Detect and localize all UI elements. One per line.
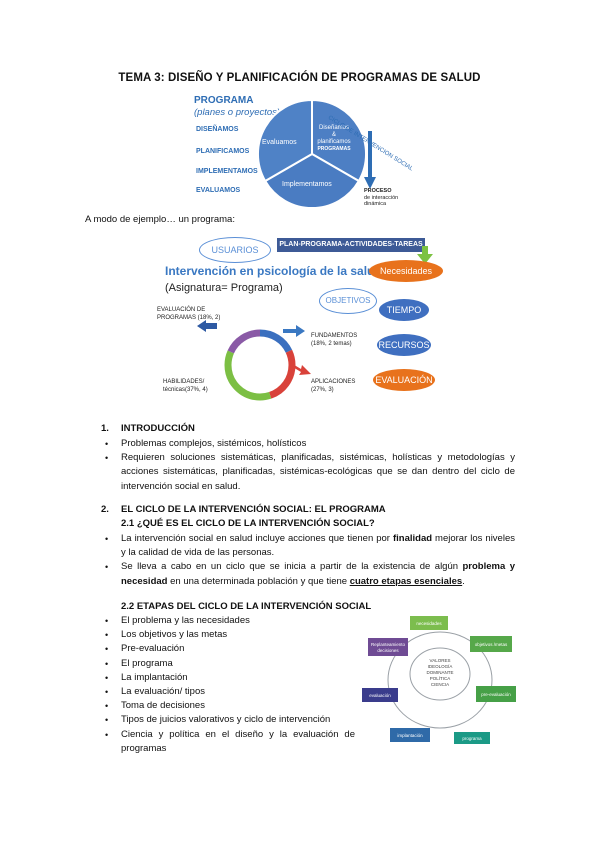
verb-planificamos: PLANIFICAMOS [196,148,250,155]
stage-box-implantacion: implantación [390,728,430,742]
verb-disenamos: DISEÑAMOS [196,126,239,133]
section2-sub2: 2.2 ETAPAS DEL CICLO DE LA INTERVENCIÓN … [121,601,372,612]
section2-number: 2. [101,504,109,515]
stage-diagram: VALORES IDEOLOGÍA DOMINANTE POLÍTICA CIE… [360,614,520,746]
example-figure: USUARIOS PLAN-PROGRAMA-ACTIVIDADES-TAREA… [155,232,445,414]
segment-evaluamos: Evaluamos [262,139,297,146]
tiempo-ellipse: TIEMPO [379,299,429,321]
stage-box-evaluacion: evaluación [362,688,398,702]
section2-list: La intervención social en salud incluye … [103,532,515,589]
recursos-ellipse: RECURSOS [377,334,431,356]
cycle-pie-graphic [256,98,368,209]
stage-box-programa: programa [454,732,490,744]
list-item: Requieren soluciones sistemáticas, plani… [103,451,515,494]
page-title: TEMA 3: DISEÑO Y PLANIFICACIÓN DE PROGRA… [118,72,481,84]
purple-arrow-icon [197,320,217,332]
cycle-figure: PROGRAMA (planes o proyectos) DISEÑAMOS … [190,95,430,215]
habilidades-label: HABILIDADES/ técnicas(37%, 4) [163,379,208,393]
list-item: Ciencia y política en el diseño y la eva… [103,728,355,756]
list-item: Se lleva a cabo en un ciclo que se inici… [103,560,515,588]
section1-number: 1. [101,423,109,434]
stage-box-necesidades: necesidades [410,616,448,630]
list-item: Los objetivos y las metas [103,628,355,642]
stage-box-replanteamiento: Replanteamiento decisiones [368,638,408,656]
aplicaciones-label: APLICACIONES (27%, 3) [311,379,356,393]
segment-disenamos: Diseñamos & planificamos PROGRAMAS [317,125,351,152]
green-arrow-icon [417,246,433,264]
section2-sub1: 2.1 ¿QUÉ ES EL CICLO DE LA INTERVENCIÓN … [121,518,375,529]
verb-evaluamos: EVALUAMOS [196,187,241,194]
section1-heading: INTRODUCCIÓN [121,423,195,434]
list-item: Pre-evaluación [103,642,355,656]
segment-implementamos: Implementamos [282,181,332,188]
example-subtitle: (Asignatura= Programa) [165,282,283,294]
necesidades-ellipse: Necesidades [369,260,443,282]
proceso-label: PROCESO de interacción dinámica [364,188,399,207]
plan-banner: PLAN-PROGRAMA-ACTIVIDADES-TAREAS [277,238,425,252]
list-item: La evaluación/ tipos [103,685,355,699]
fundamentos-label: FUNDAMENTOS (18%, 2 temas) [311,333,358,347]
example-main-title: Intervención en psicología de la salud [165,264,382,278]
stage-box-pre-evaluacion: pre-evaluación [476,686,516,702]
down-arrow-icon [364,131,376,189]
eval-programas-label: EVALUACIÓN DE PROGRAMAS (18%, 2) [157,307,221,321]
objetivos-ellipse: OBJETIVOS [319,288,377,314]
usuarios-ellipse: USUARIOS [199,237,271,263]
list-item: El problema y las necesidades [103,614,355,628]
stages-list: El problema y las necesidades Los objeti… [103,614,355,756]
evaluacion-ellipse: EVALUACIÓN [373,369,435,391]
planes-label: (planes o proyectos) [194,107,281,118]
list-item: Problemas complejos, sistémicos, holísti… [103,437,515,451]
section1-list: Problemas complejos, sistémicos, holísti… [103,437,515,494]
red-arrow-icon [291,363,311,375]
stage-center-label: VALORES IDEOLOGÍA DOMINANTE POLÍTICA CIE… [426,658,454,687]
list-item: La implantación [103,671,355,685]
list-item: Toma de decisiones [103,699,355,713]
list-item: Tipos de juicios valorativos y ciclo de … [103,713,355,727]
example-intro: A modo de ejemplo… un programa: [85,214,235,225]
list-item: La intervención social en salud incluye … [103,532,515,560]
blue-arrow-icon [283,325,305,337]
programa-label: PROGRAMA [194,95,254,106]
stage-box-objetivos: objetivos /metas [470,636,512,652]
verb-implementamos: IMPLEMENTAMOS [196,168,258,175]
stage-cycle-graphic [387,631,493,729]
list-item: El programa [103,657,355,671]
section2-heading: EL CICLO DE LA INTERVENCIÓN SOCIAL: EL P… [121,504,386,515]
